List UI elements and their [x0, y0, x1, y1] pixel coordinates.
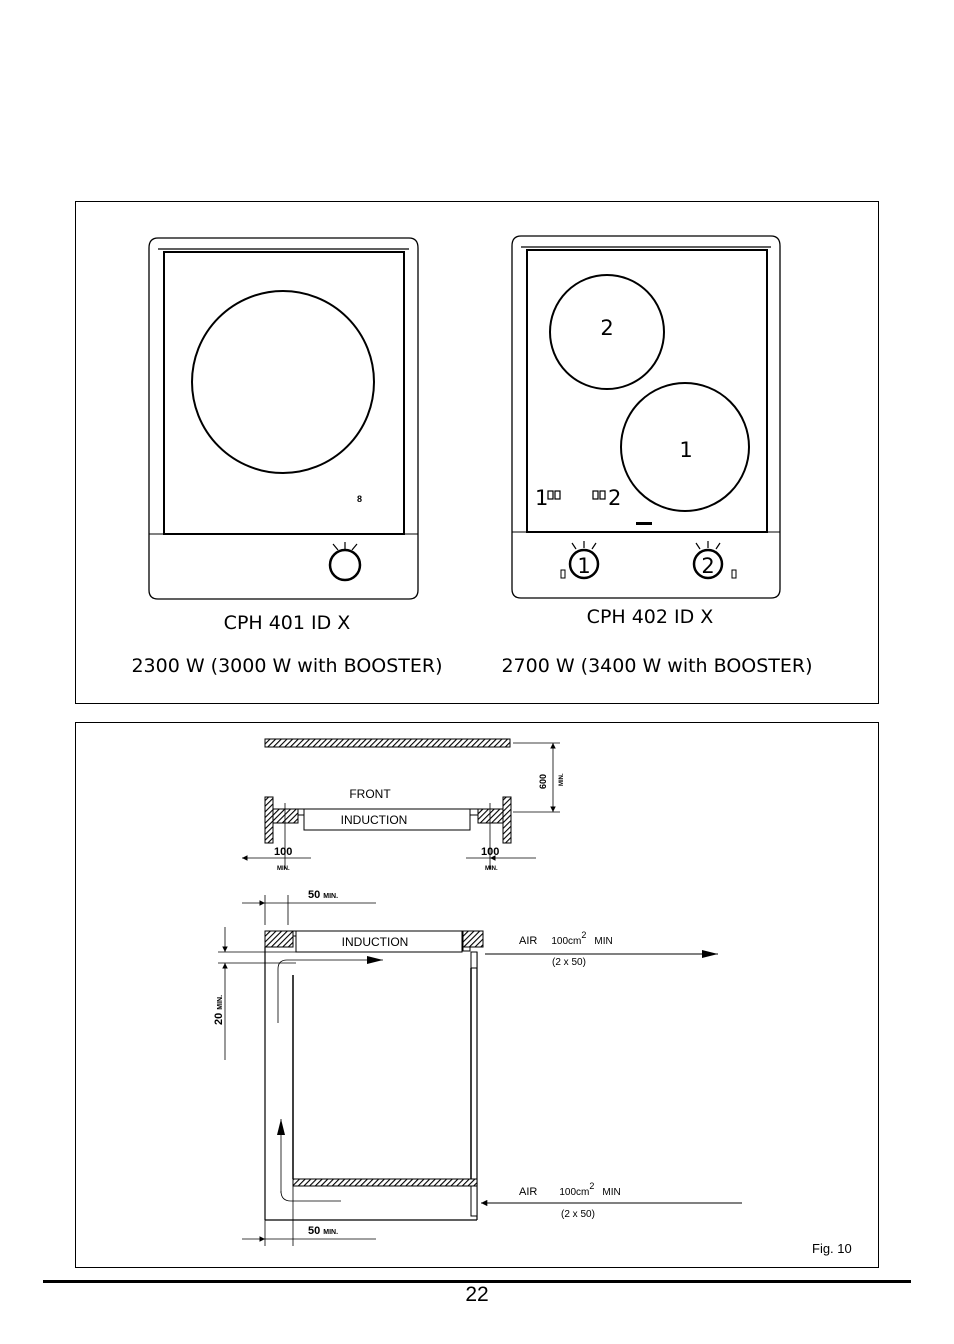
induction-hob-top-view [303, 808, 471, 831]
front-label: FRONT [349, 787, 391, 801]
model-power-cph401: 2300 W (3000 W with BOOSTER) [131, 655, 442, 677]
model-name-cph401: CPH 401 ID X [224, 612, 351, 634]
zone-display: 8 [357, 494, 362, 504]
display-left-number: 1 [535, 486, 548, 510]
air-in-detail: (2 x 50) [561, 1209, 595, 1220]
control-knob[interactable] [328, 542, 362, 582]
dim-100-left-min: MIN. [277, 866, 290, 872]
models-drawing: 8 2 1 1 2 [131, 235, 813, 677]
induction-hob-section [295, 930, 463, 953]
zone-label-2: 2 [600, 316, 613, 340]
cooking-zone-1 [620, 382, 750, 512]
hob-cph402: 2 1 1 2 1 2 [511, 235, 781, 599]
installation-panel: 600 MIN. FRONT INDUCTION 100 MIN. 100 MI… [75, 722, 879, 1268]
induction-label-top: INDUCTION [341, 813, 408, 827]
models-panel: 8 2 1 1 2 [75, 201, 879, 704]
figure-label: Fig. 10 [812, 1241, 852, 1256]
dim-600: 600 [538, 774, 548, 789]
dim-100-right: 100 [481, 846, 499, 858]
top-view: 600 MIN. FRONT INDUCTION 100 MIN. 100 MI… [242, 738, 565, 872]
cooking-zone [191, 290, 375, 474]
installation-drawing: 600 MIN. FRONT INDUCTION 100 MIN. 100 MI… [213, 738, 852, 1256]
model-name-cph402: CPH 402 ID X [587, 606, 714, 628]
footer-rule [43, 1280, 911, 1283]
control-knob-1[interactable]: 1 [568, 541, 600, 580]
upper-shelf [264, 738, 511, 748]
cooking-zone-2 [549, 274, 665, 390]
airflow-top-arrow [277, 956, 383, 1023]
model-power-cph402: 2700 W (3400 W with BOOSTER) [501, 655, 812, 677]
svg-text:1: 1 [577, 554, 590, 578]
cabinet-shelf [292, 1178, 478, 1187]
dim-100-right-min: MIN. [485, 866, 498, 872]
page-number: 22 [465, 1283, 489, 1306]
zone-label-1: 1 [679, 438, 692, 462]
control-knob-2[interactable]: 2 [692, 541, 724, 580]
dim-600-min: MIN. [559, 773, 565, 786]
display-right-number: 2 [608, 486, 621, 510]
dim-20: 20MIN. [213, 995, 225, 1025]
svg-text:2: 2 [701, 554, 714, 578]
dim-100-left: 100 [274, 846, 292, 858]
air-out-detail: (2 x 50) [552, 957, 586, 968]
hob-cph401: 8 [148, 237, 419, 600]
induction-label-section: INDUCTION [342, 935, 409, 949]
